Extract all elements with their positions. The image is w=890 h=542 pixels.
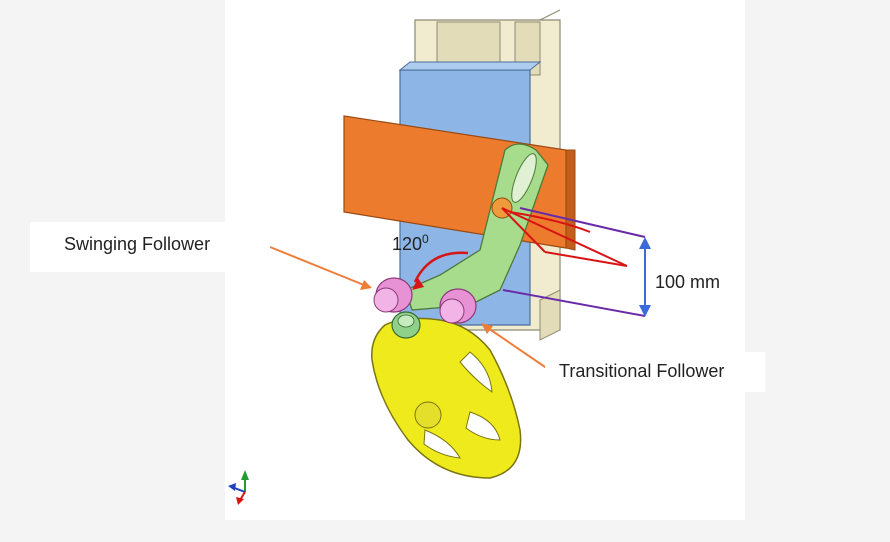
transitional-follower-arrow (481, 323, 549, 370)
angle-degree-mark: 0 (422, 232, 429, 246)
angle-arc (413, 251, 469, 283)
angle-value: 120 (392, 234, 423, 254)
transitional-follower-label: Transitional Follower (545, 352, 765, 392)
lower-reference-line (502, 289, 646, 317)
angle-arc-arrowhead (412, 278, 424, 290)
angle-label: 1200 (392, 232, 429, 255)
swinging-follower-label: Swinging Follower (30, 222, 270, 272)
displacement-triangle (501, 207, 628, 267)
stroke-dimension-arrow (639, 237, 651, 317)
stroke-dimension-label: 100 mm (652, 272, 724, 293)
upper-reference-line (519, 207, 646, 238)
swinging-roller (373, 277, 413, 313)
follower-pin (391, 311, 421, 339)
translating-roller (439, 288, 477, 324)
swinging-follower-arrow (269, 246, 372, 290)
axis-triad-icon (228, 470, 249, 505)
cam (371, 317, 522, 479)
